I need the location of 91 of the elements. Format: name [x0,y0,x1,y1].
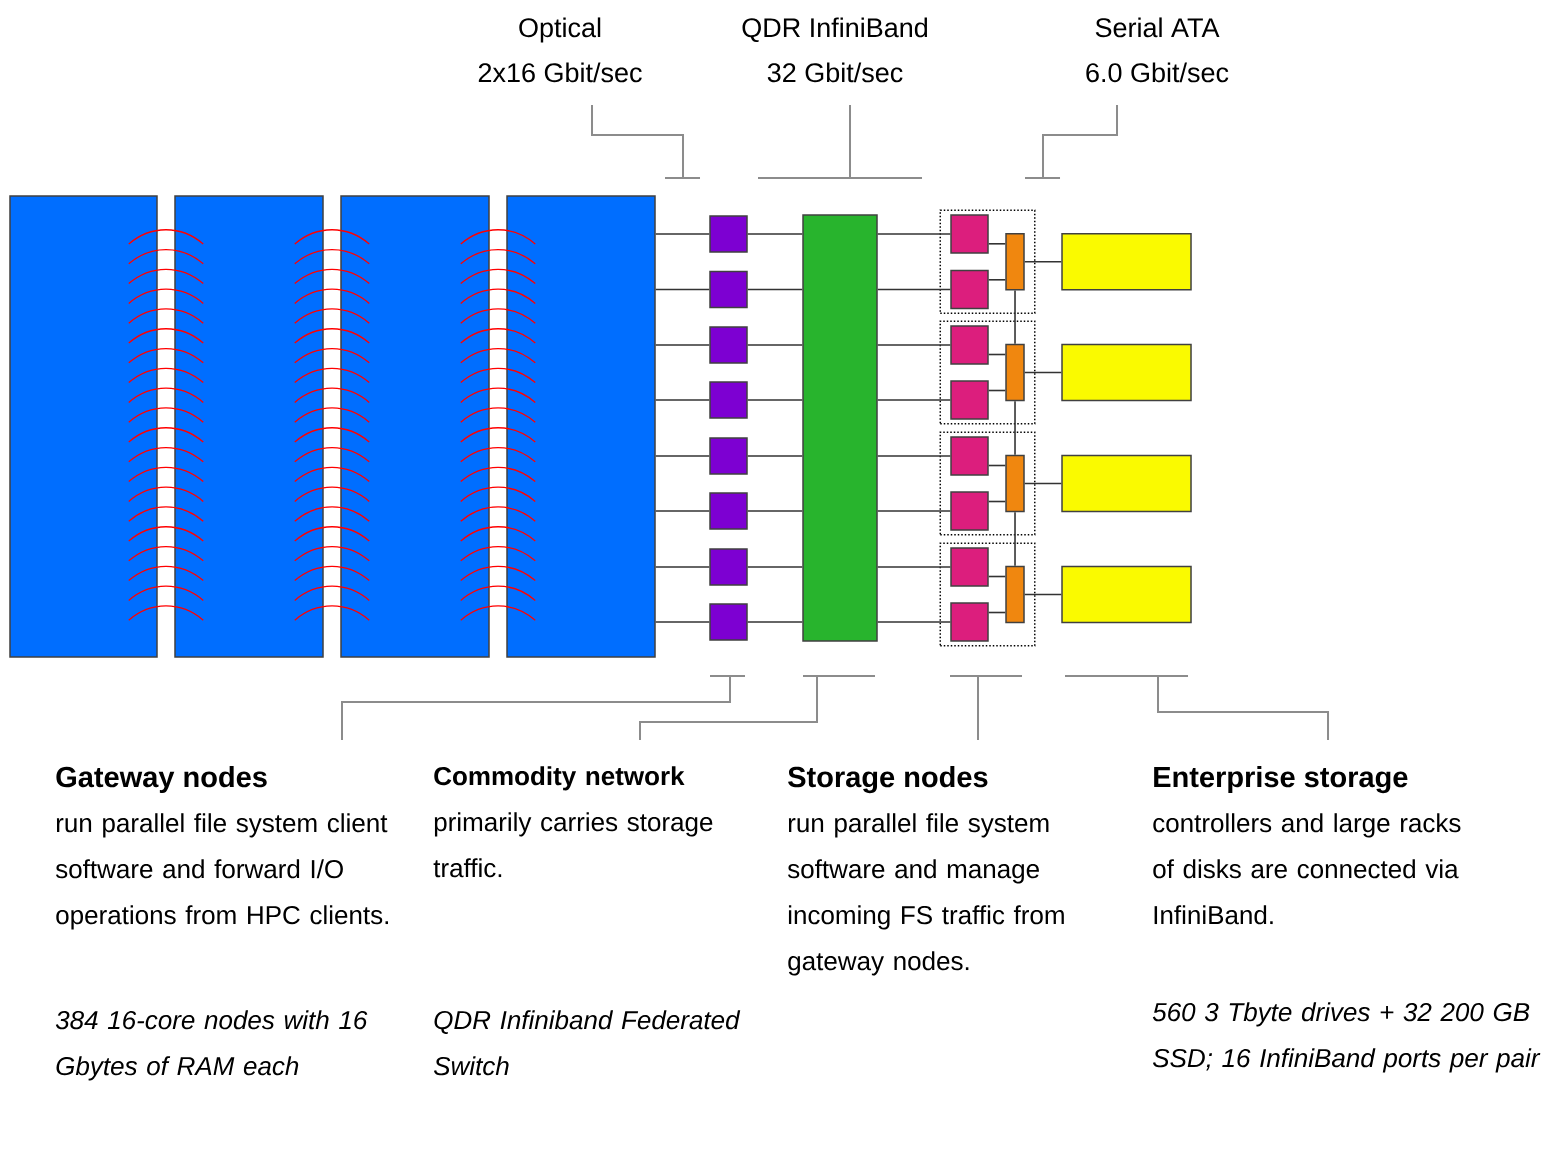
storage-node-box [950,325,989,365]
storage-node-box [950,269,989,310]
connector-line [746,510,804,512]
connector-line [987,389,1007,392]
link-speed-label: Optical [519,17,601,43]
connector-line [987,243,1007,245]
connector-line [876,621,952,623]
connector-line [876,566,952,568]
controller-box [1005,454,1025,513]
description-text: run parallel file system software and manage incoming FS traffic from gateway nodes. [787,813,1064,976]
port-box [709,548,748,586]
dotted-group-box [939,320,1036,425]
connector-line [654,233,711,235]
description-text: controllers and large racks of disks are connected via InfiniBand. [1153,813,1461,925]
port-box [709,492,748,530]
specification-note: QDR Infiniband Federated Switch [433,1010,741,1076]
storage-node-box [950,602,989,642]
connector-line [746,344,804,346]
connector-line [746,288,804,291]
connector-line [1014,400,1016,456]
connector-line [746,455,804,457]
connector-line [987,353,1007,356]
connector-line [987,500,1007,503]
connector-line [1023,371,1063,374]
specification-note: 384 16-core nodes with 16 Gbytes of RAM each [55,1010,368,1081]
link-speed-label: 6.0 Gbit/sec [1086,62,1229,83]
port-box [709,215,748,253]
section-heading: Storage nodes [788,766,988,794]
connector-line [876,399,952,401]
connector-line [1014,289,1016,345]
link-speed-label: QDR InfiniBand [742,17,928,43]
section-heading: Gateway nodes [56,766,267,794]
disk-enclosure-box [1061,233,1192,291]
connector-line [876,233,952,235]
connector-line [654,455,711,457]
controller-box [1005,233,1025,291]
dotted-group-box [939,542,1036,647]
optical-link-arcs [460,229,536,621]
port-box [709,270,748,309]
connector-line [746,566,804,568]
connector-line [1023,593,1063,596]
connector-line [654,399,711,401]
connector-line [876,455,952,457]
disk-enclosure-box [1061,454,1192,513]
connector-line [987,575,1007,578]
disk-enclosure-box [1061,343,1192,402]
description-text: Commodity network primarily carries storage traffic. [433,766,713,878]
connector-line [654,621,711,623]
dotted-group-box [939,431,1036,536]
port-box [709,326,748,364]
port-box [709,437,748,475]
disk-enclosure-box [1061,565,1192,624]
switch-box [802,214,878,642]
connector-line [876,344,952,346]
link-speed-label: 2x16 Gbit/sec [478,62,642,83]
controller-box [1005,343,1025,402]
connector-line [1014,511,1016,567]
port-box [709,381,748,419]
connector-line [1023,261,1063,263]
connector-line [987,464,1007,467]
port-box [709,603,748,641]
storage-node-box [950,380,989,420]
connector-line [1023,482,1063,485]
specification-note: 560 3 Tbyte drives + 32 200 GB SSD; 16 InfiniBand ports per pair [1152,1002,1541,1073]
section-heading: Enterprise storage [1154,766,1408,794]
connector-line [746,233,804,235]
storage-node-box [950,436,989,476]
connector-line [876,510,952,512]
rack-box [506,195,656,658]
storage-node-box [950,491,989,531]
rack-box [9,195,158,658]
connector-line [876,288,952,291]
storage-node-box [950,214,989,254]
rack-box [340,195,490,658]
connector-line [654,288,711,291]
optical-link-arcs [128,229,204,621]
connector-line [654,510,711,512]
description-text: run parallel file system client software and forward I/O operations from HPC clients. [55,813,388,930]
connector-line [987,611,1007,614]
connector-line [654,344,711,346]
dotted-group-box [939,209,1036,314]
controller-box [1005,565,1025,624]
link-speed-label: Serial ATA [1095,17,1220,38]
storage-node-box [950,547,989,587]
connector-line [987,279,1007,281]
link-speed-label: 32 Gbit/sec [767,62,903,83]
rack-box [174,195,324,658]
optical-link-arcs [294,229,370,621]
connector-line [746,399,804,401]
connector-line [654,566,711,568]
connector-line [746,621,804,623]
